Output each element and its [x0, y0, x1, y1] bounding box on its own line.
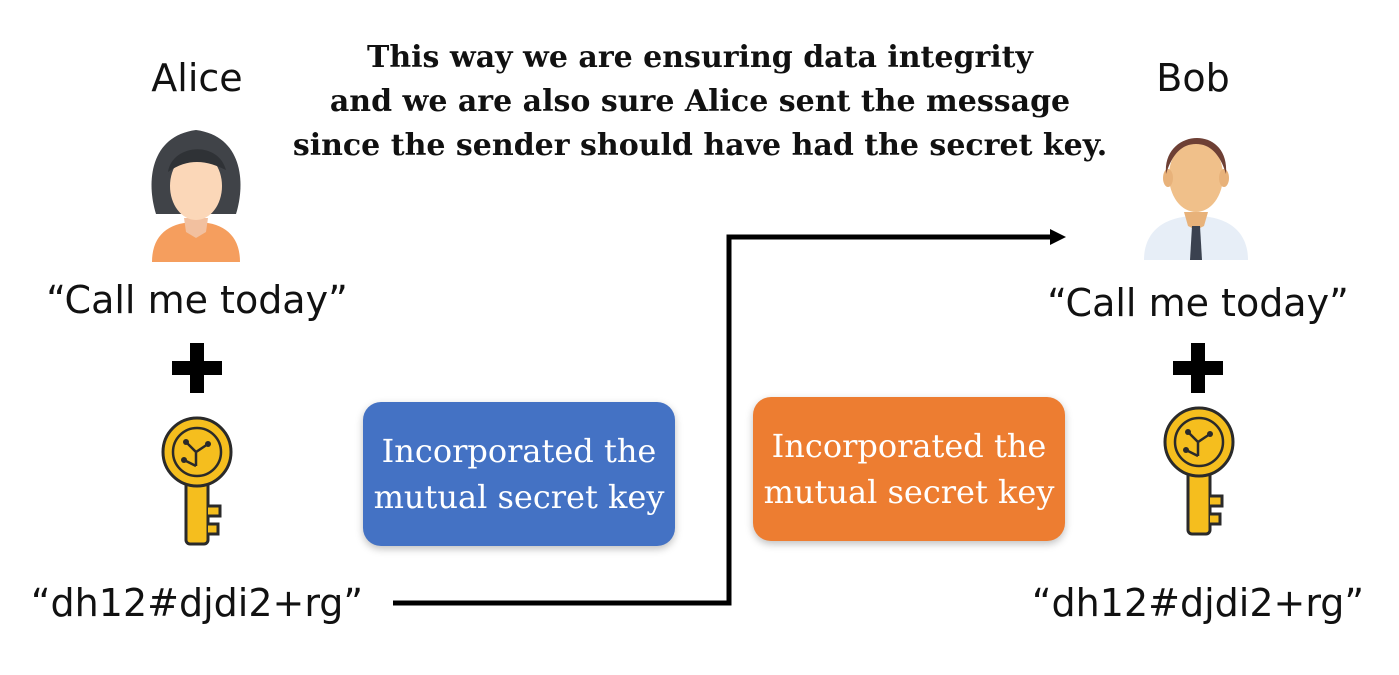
incorporate-key-box-blue: Incorporated the mutual secret key: [363, 402, 675, 546]
woman-avatar-icon: [151, 130, 241, 262]
caption-line-3: since the sender should have had the sec…: [292, 128, 1108, 163]
plus-icon: [1173, 343, 1223, 393]
bob-message: “Call me today”: [1047, 281, 1349, 325]
alice-encrypted-message: “dh12#djdi2+rg”: [30, 581, 364, 625]
circuit-key-icon: [161, 416, 233, 546]
incorporate-key-box-orange: Incorporated the mutual secret key: [753, 397, 1065, 541]
caption-line-2: and we are also sure Alice sent the mess…: [329, 84, 1071, 119]
circuit-key-icon: [1163, 406, 1235, 536]
bob-name: Bob: [1156, 56, 1230, 100]
bob-encrypted-message: “dh12#djdi2+rg”: [1031, 581, 1365, 625]
plus-icon: [172, 343, 222, 393]
man-avatar-icon: [1144, 137, 1248, 260]
caption-line-1: This way we are ensuring data integrity: [367, 40, 1033, 75]
alice-message: “Call me today”: [46, 278, 348, 322]
caption-text: This way we are ensuring data integrity …: [250, 36, 1150, 168]
box-line-1: Incorporated the: [381, 432, 657, 470]
arrowhead: [1050, 229, 1066, 245]
box-line-2: mutual secret key: [763, 473, 1055, 511]
box-line-2: mutual secret key: [373, 478, 665, 516]
box-line-1: Incorporated the: [771, 427, 1047, 465]
alice-name: Alice: [151, 56, 243, 100]
